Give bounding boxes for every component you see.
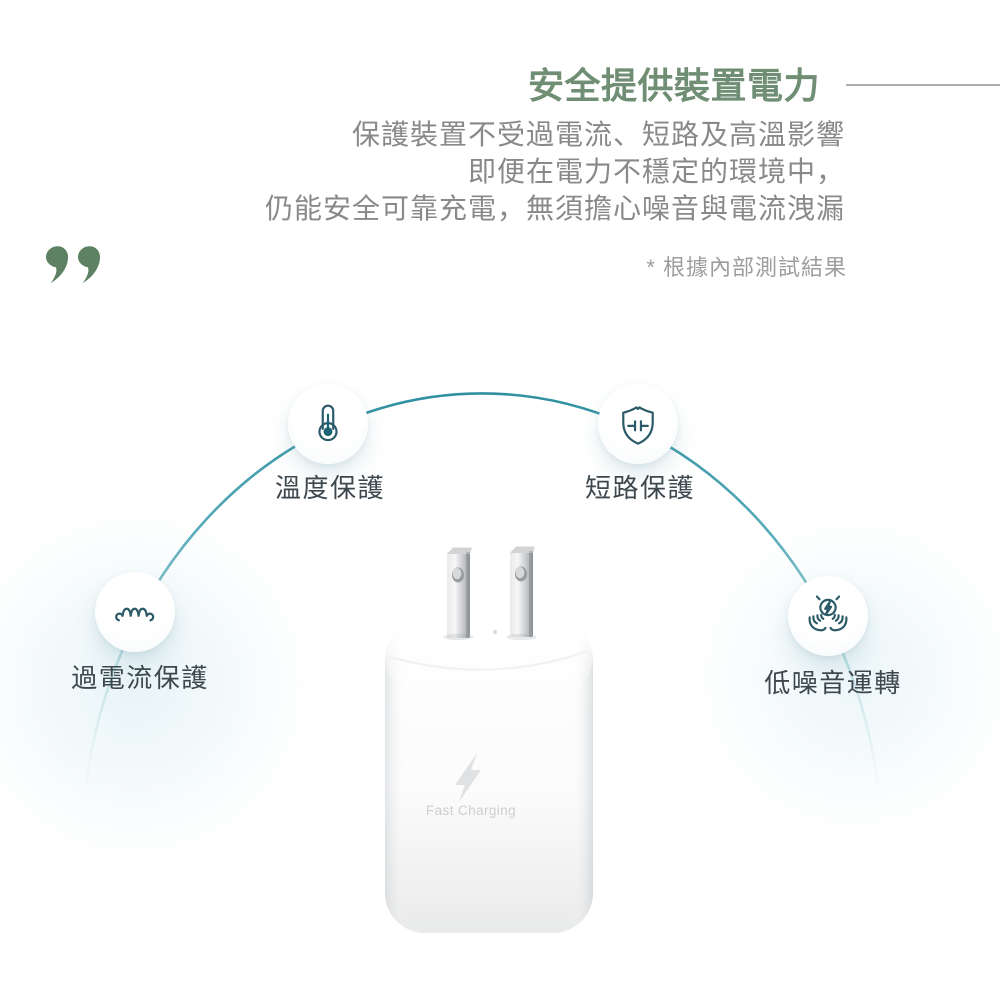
description-line-1: 保護裝置不受過電流、短路及高溫影響	[351, 119, 845, 150]
shield-capacitor-icon	[622, 406, 654, 445]
charger-image	[385, 546, 593, 933]
hands-holding-energy-icon	[808, 595, 848, 632]
description-line-2: 即便在電力不穩定的環境中，	[467, 156, 845, 187]
charger-top-dot	[493, 630, 497, 634]
feature-circle-low-noise	[788, 576, 868, 656]
feature-circle-overcurrent	[95, 572, 175, 652]
charger-prong-left	[443, 547, 474, 641]
thermometer-icon	[318, 404, 338, 442]
feature-label-low-noise: 低噪音運轉	[764, 668, 902, 698]
charger-prong-right	[506, 546, 537, 641]
charger-face-label: Fast Charging	[426, 803, 516, 818]
description-line-3: 仍能安全可靠充電，無須擔心噪音與電流洩漏	[264, 193, 845, 224]
footnote-text: * 根據內部測試結果	[646, 255, 847, 280]
feature-label-short-circuit: 短路保護	[584, 473, 695, 503]
feature-circle-short-circuit	[598, 384, 678, 464]
current-wave-icon	[115, 607, 155, 622]
feature-circle-temperature	[288, 384, 368, 464]
double-quote-icon	[46, 246, 100, 284]
feature-label-overcurrent: 過電流保護	[71, 663, 209, 693]
feature-label-temperature: 溫度保護	[274, 473, 385, 503]
description-text: 保護裝置不受過電流、短路及高溫影響 即便在電力不穩定的環境中， 仍能安全可靠充電…	[265, 116, 845, 227]
title-divider-line	[846, 84, 1000, 86]
page-title: 安全提供裝置電力	[527, 65, 820, 106]
